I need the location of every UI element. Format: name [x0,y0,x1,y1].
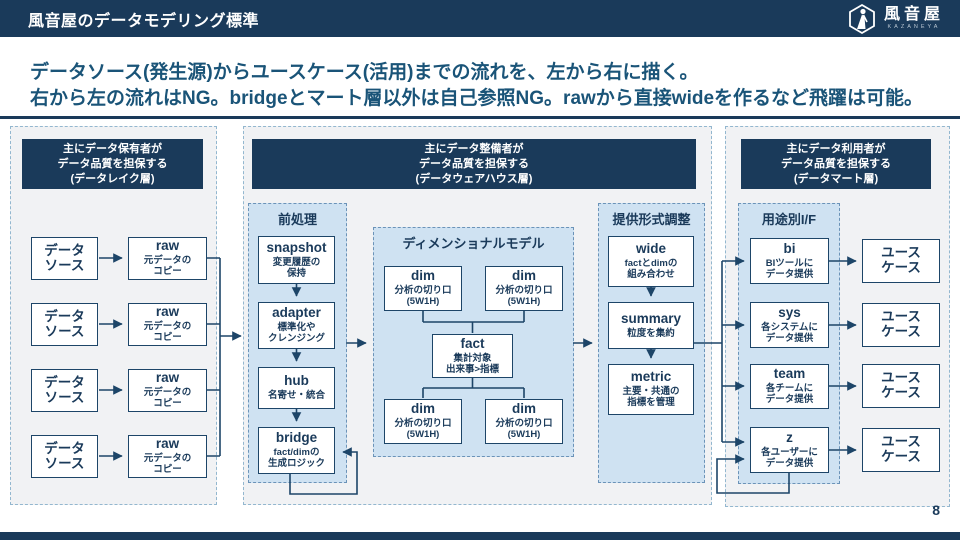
node-desc: 分析の切り口 (5W1H) [495,285,553,308]
node-raw-3: raw 元データの コピー [128,369,207,412]
node-z: z 各ユーザーに データ提供 [750,427,829,473]
node-desc: 各ユーザーに データ提供 [761,446,818,469]
bottom-bar [0,532,960,540]
headline-line-2: 右から左の流れはNG。bridgeとマート層以外は自己参照NG。rawから直接w… [30,88,924,109]
node-dim-2: dim 分析の切り口 (5W1H) [485,266,563,311]
node-desc: 元データの コピー [143,387,192,410]
node-raw-2: raw 元データの コピー [128,303,207,346]
node-title: ユース ケース [881,309,921,339]
node-title: dim [410,268,435,284]
node-title: metric [630,369,672,385]
node-title: bridge [275,430,318,446]
logo-subtext: KAZANEYA [887,24,941,31]
node-raw-1: raw 元データの コピー [128,237,207,280]
node-title: summary [620,310,682,326]
dwh-layer-header: 主にデータ整備者が データ品質を担保する (データウェアハウス層) [252,139,696,189]
node-title: adapter [272,305,321,321]
lake-layer-header: 主にデータ保有者が データ品質を担保する (データレイク層) [22,139,203,189]
node-title: データ ソース [44,242,85,273]
node-desc: factとdimの 組み合わせ [624,258,678,281]
node-sys: sys 各システムに データ提供 [750,302,829,348]
headline-divider [0,116,960,119]
interfaces-zone-title: 用途別I/F [761,212,817,227]
node-title: データ ソース [44,440,85,471]
node-data-source-4: データ ソース [31,435,98,478]
node-title: dim [511,401,536,417]
node-desc: 粒度を集約 [627,327,675,339]
node-desc: 集計対象 出来事>指標 [445,352,500,375]
node-title: hub [284,373,309,389]
node-title: raw [155,304,180,320]
node-desc: 各チームに データ提供 [765,383,814,406]
node-title: ユース ケース [881,245,921,275]
headline: データソース(発生源)からユースケース(活用)までの流れを、左から右に描く。 右… [30,60,950,112]
node-fact: fact 集計対象 出来事>指標 [432,334,513,378]
node-data-source-1: データ ソース [31,237,98,280]
node-desc: 変更履歴の 保持 [272,256,321,279]
node-data-source-2: データ ソース [31,303,98,346]
logo-name: 風音屋 [883,6,944,24]
node-title: sys [778,304,801,320]
node-hub: hub 名寄せ・統合 [258,367,335,409]
node-title: データ ソース [44,374,85,405]
node-bridge: bridge fact/dimの 生成ロジック [258,427,335,474]
node-team: team 各チームに データ提供 [750,364,829,409]
node-desc: 元データの コピー [143,321,192,344]
node-usecase-3: ユース ケース [862,364,940,408]
mart-layer-header: 主にデータ利用者が データ品質を担保する (データマート層) [741,139,931,189]
page-number: 8 [932,502,940,518]
delivery-zone-title: 提供形式調整 [612,212,691,227]
node-desc: 主要・共通の 指標を管理 [622,386,680,409]
node-title: raw [155,370,180,386]
node-desc: fact/dimの 生成ロジック [267,447,325,470]
node-desc: 標準化や クレンジング [267,322,325,345]
node-title: dim [511,268,536,284]
node-desc: 元データの コピー [143,453,192,476]
node-raw-4: raw 元データの コピー [128,435,207,478]
node-wide: wide factとdimの 組み合わせ [608,236,694,287]
node-dim-1: dim 分析の切り口 (5W1H) [384,266,462,311]
node-title: raw [155,436,180,452]
node-title: dim [410,401,435,417]
node-usecase-1: ユース ケース [862,239,940,283]
node-adapter: adapter 標準化や クレンジング [258,302,335,349]
node-bi: bi BIツールに データ提供 [750,238,829,284]
node-title: ユース ケース [881,370,921,400]
node-dim-4: dim 分析の切り口 (5W1H) [485,399,563,444]
kazaneya-logo: 風音屋 KAZANEYA [846,3,944,35]
node-desc: 名寄せ・統合 [267,390,325,402]
node-title: データ ソース [44,308,85,339]
node-title: z [786,429,793,445]
node-title: wide [635,241,666,257]
node-dim-3: dim 分析の切り口 (5W1H) [384,399,462,444]
logo-text-block: 風音屋 KAZANEYA [884,7,944,31]
node-title: ユース ケース [881,434,921,464]
node-desc: BIツールに データ提供 [765,257,814,280]
node-metric: metric 主要・共通の 指標を管理 [608,364,694,415]
node-desc: 分析の切り口 (5W1H) [495,418,553,441]
node-usecase-4: ユース ケース [862,428,940,472]
node-desc: 分析の切り口 (5W1H) [394,285,452,308]
node-desc: 元データの コピー [143,255,192,278]
node-desc: 各システムに データ提供 [761,321,818,344]
node-title: snapshot [266,239,327,255]
dimensional-model-zone-title: ディメンショナルモデル [402,236,545,251]
kazaneya-logo-icon [849,3,875,35]
node-title: bi [783,240,796,256]
node-title: fact [460,335,485,351]
node-title: team [773,366,806,382]
node-desc: 分析の切り口 (5W1H) [394,418,452,441]
node-summary: summary 粒度を集約 [608,302,694,349]
title-bar: 風音屋のデータモデリング標準 風音屋 KAZANEYA [0,0,960,37]
node-usecase-2: ユース ケース [862,303,940,347]
node-snapshot: snapshot 変更履歴の 保持 [258,236,335,284]
page-title: 風音屋のデータモデリング標準 [28,12,260,30]
node-title: raw [155,238,180,254]
headline-line-1: データソース(発生源)からユースケース(活用)までの流れを、左から右に描く。 [30,62,699,83]
preprocessing-zone-title: 前処理 [277,212,317,227]
node-data-source-3: データ ソース [31,369,98,412]
